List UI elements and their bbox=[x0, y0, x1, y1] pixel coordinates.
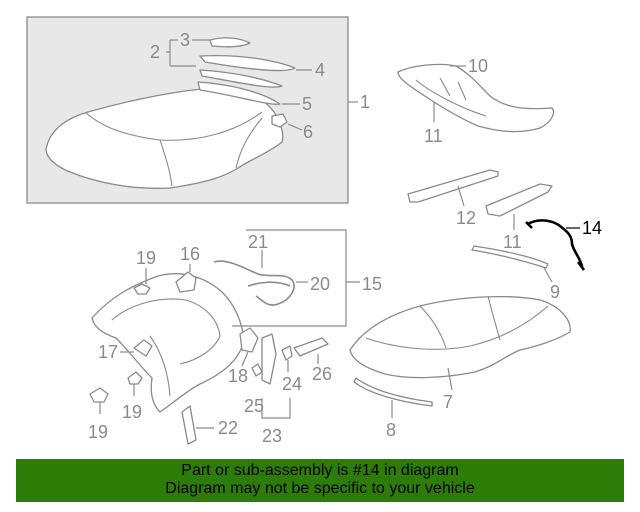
cable-14 bbox=[526, 219, 584, 268]
hardtop-seam-3 bbox=[235, 117, 263, 169]
seal-part-3 bbox=[209, 37, 251, 48]
bracket-part-18 bbox=[239, 327, 259, 353]
callout-19-top: 19 bbox=[136, 248, 156, 268]
callout-6: 6 bbox=[303, 122, 313, 142]
hardtop-seam-2 bbox=[159, 139, 173, 187]
cover-panel-detail bbox=[415, 77, 487, 117]
hardtop-shell bbox=[45, 87, 284, 189]
callout-24: 23 bbox=[262, 426, 282, 446]
small-parts: 18 23 24 25 26 bbox=[228, 327, 332, 446]
callout-15: 15 bbox=[362, 274, 382, 294]
leader-2-3 bbox=[166, 39, 196, 67]
panel-part-12 bbox=[485, 183, 553, 217]
callout-27: 26 bbox=[312, 364, 332, 384]
leader-6 bbox=[287, 123, 303, 131]
latch-part-6 bbox=[271, 113, 288, 128]
callout-25: 24 bbox=[282, 374, 302, 394]
weatherstrip-9 bbox=[471, 245, 549, 269]
soft-top-seam-1 bbox=[365, 305, 549, 350]
callout-18: 18 bbox=[228, 366, 248, 386]
cover-panel-part-11 bbox=[397, 63, 555, 133]
callout-17: 17 bbox=[98, 342, 118, 362]
banner-line-2: Diagram may not be specific to your vehi… bbox=[165, 480, 475, 497]
callout-21: 20 bbox=[310, 274, 330, 294]
leader-18 bbox=[241, 351, 249, 367]
soft-top-part-7 bbox=[349, 296, 571, 379]
trim-part-27 bbox=[293, 337, 329, 357]
rod-part-13 bbox=[407, 169, 499, 203]
rod-and-panel: 12 11 bbox=[407, 169, 553, 252]
callout-7: 7 bbox=[443, 392, 453, 412]
cap-part-20 bbox=[89, 387, 109, 403]
bolt-part-19-lower bbox=[127, 371, 143, 385]
strip-part-9: 9 bbox=[471, 245, 560, 302]
screw-part-26 bbox=[251, 363, 263, 377]
callout-2: 2 bbox=[150, 42, 160, 62]
callout-11: 11 bbox=[424, 126, 443, 146]
seal-part-5 bbox=[197, 81, 281, 105]
strip-part-8 bbox=[353, 377, 433, 407]
clip-part-16 bbox=[175, 271, 197, 293]
storage-well-edge bbox=[149, 335, 171, 397]
callout-5: 5 bbox=[302, 94, 312, 114]
soft-top-group: 7 8 bbox=[349, 295, 571, 440]
callout-19-lower: 19 bbox=[122, 402, 142, 422]
callout-8: 8 bbox=[386, 420, 396, 440]
callout-16: 16 bbox=[180, 244, 200, 264]
leader-7 bbox=[447, 367, 453, 391]
pin-part-25 bbox=[281, 345, 293, 361]
callout-3: 3 bbox=[180, 30, 190, 50]
harness-part-22 bbox=[213, 260, 295, 306]
callout-13: 12 bbox=[456, 208, 476, 228]
seal-part-4 bbox=[199, 54, 296, 72]
callout-22: 21 bbox=[248, 232, 268, 252]
callout-23: 22 bbox=[218, 418, 238, 438]
soft-top-seam-3 bbox=[487, 295, 501, 341]
harness-group: 21 20 15 bbox=[213, 229, 382, 327]
leader-9 bbox=[543, 267, 553, 283]
callout-4: 4 bbox=[315, 60, 325, 80]
callout-12: 11 bbox=[503, 232, 522, 252]
callout-10: 10 bbox=[468, 56, 488, 76]
soft-top-seam-2 bbox=[419, 305, 447, 349]
cover-part-24 bbox=[261, 333, 277, 385]
callout-9: 9 bbox=[550, 282, 560, 302]
leader-24-bracket bbox=[261, 398, 291, 419]
leader-13 bbox=[457, 185, 465, 207]
bracket-15 bbox=[232, 229, 360, 327]
callout-20: 19 bbox=[88, 422, 108, 442]
parts-diagram: 1 2 3 4 5 6 10 11 12 11 14 9 bbox=[26, 16, 602, 446]
harness-part-21 bbox=[247, 281, 291, 287]
hinge-part-17 bbox=[133, 339, 153, 357]
storage-well-inner bbox=[111, 298, 221, 365]
bolt-part-19-top bbox=[133, 283, 151, 295]
banner-line-1: Part or sub-assembly is #14 in diagram bbox=[181, 462, 459, 479]
callout-14: 14 bbox=[582, 218, 602, 238]
callout-1: 1 bbox=[360, 92, 370, 112]
callout-26: 25 bbox=[244, 396, 264, 416]
hardtop-inset: 1 2 3 4 5 6 bbox=[26, 16, 370, 204]
cable-14-end bbox=[525, 221, 586, 271]
info-banner: Part or sub-assembly is #14 in diagram D… bbox=[16, 459, 624, 502]
cable-part-14: 14 bbox=[525, 218, 602, 271]
cover-panel-group: 10 11 bbox=[397, 56, 555, 146]
strip-part-23 bbox=[181, 405, 197, 445]
storage-well-group: 16 19 17 19 19 22 bbox=[88, 244, 245, 445]
seal-inner bbox=[199, 69, 283, 88]
